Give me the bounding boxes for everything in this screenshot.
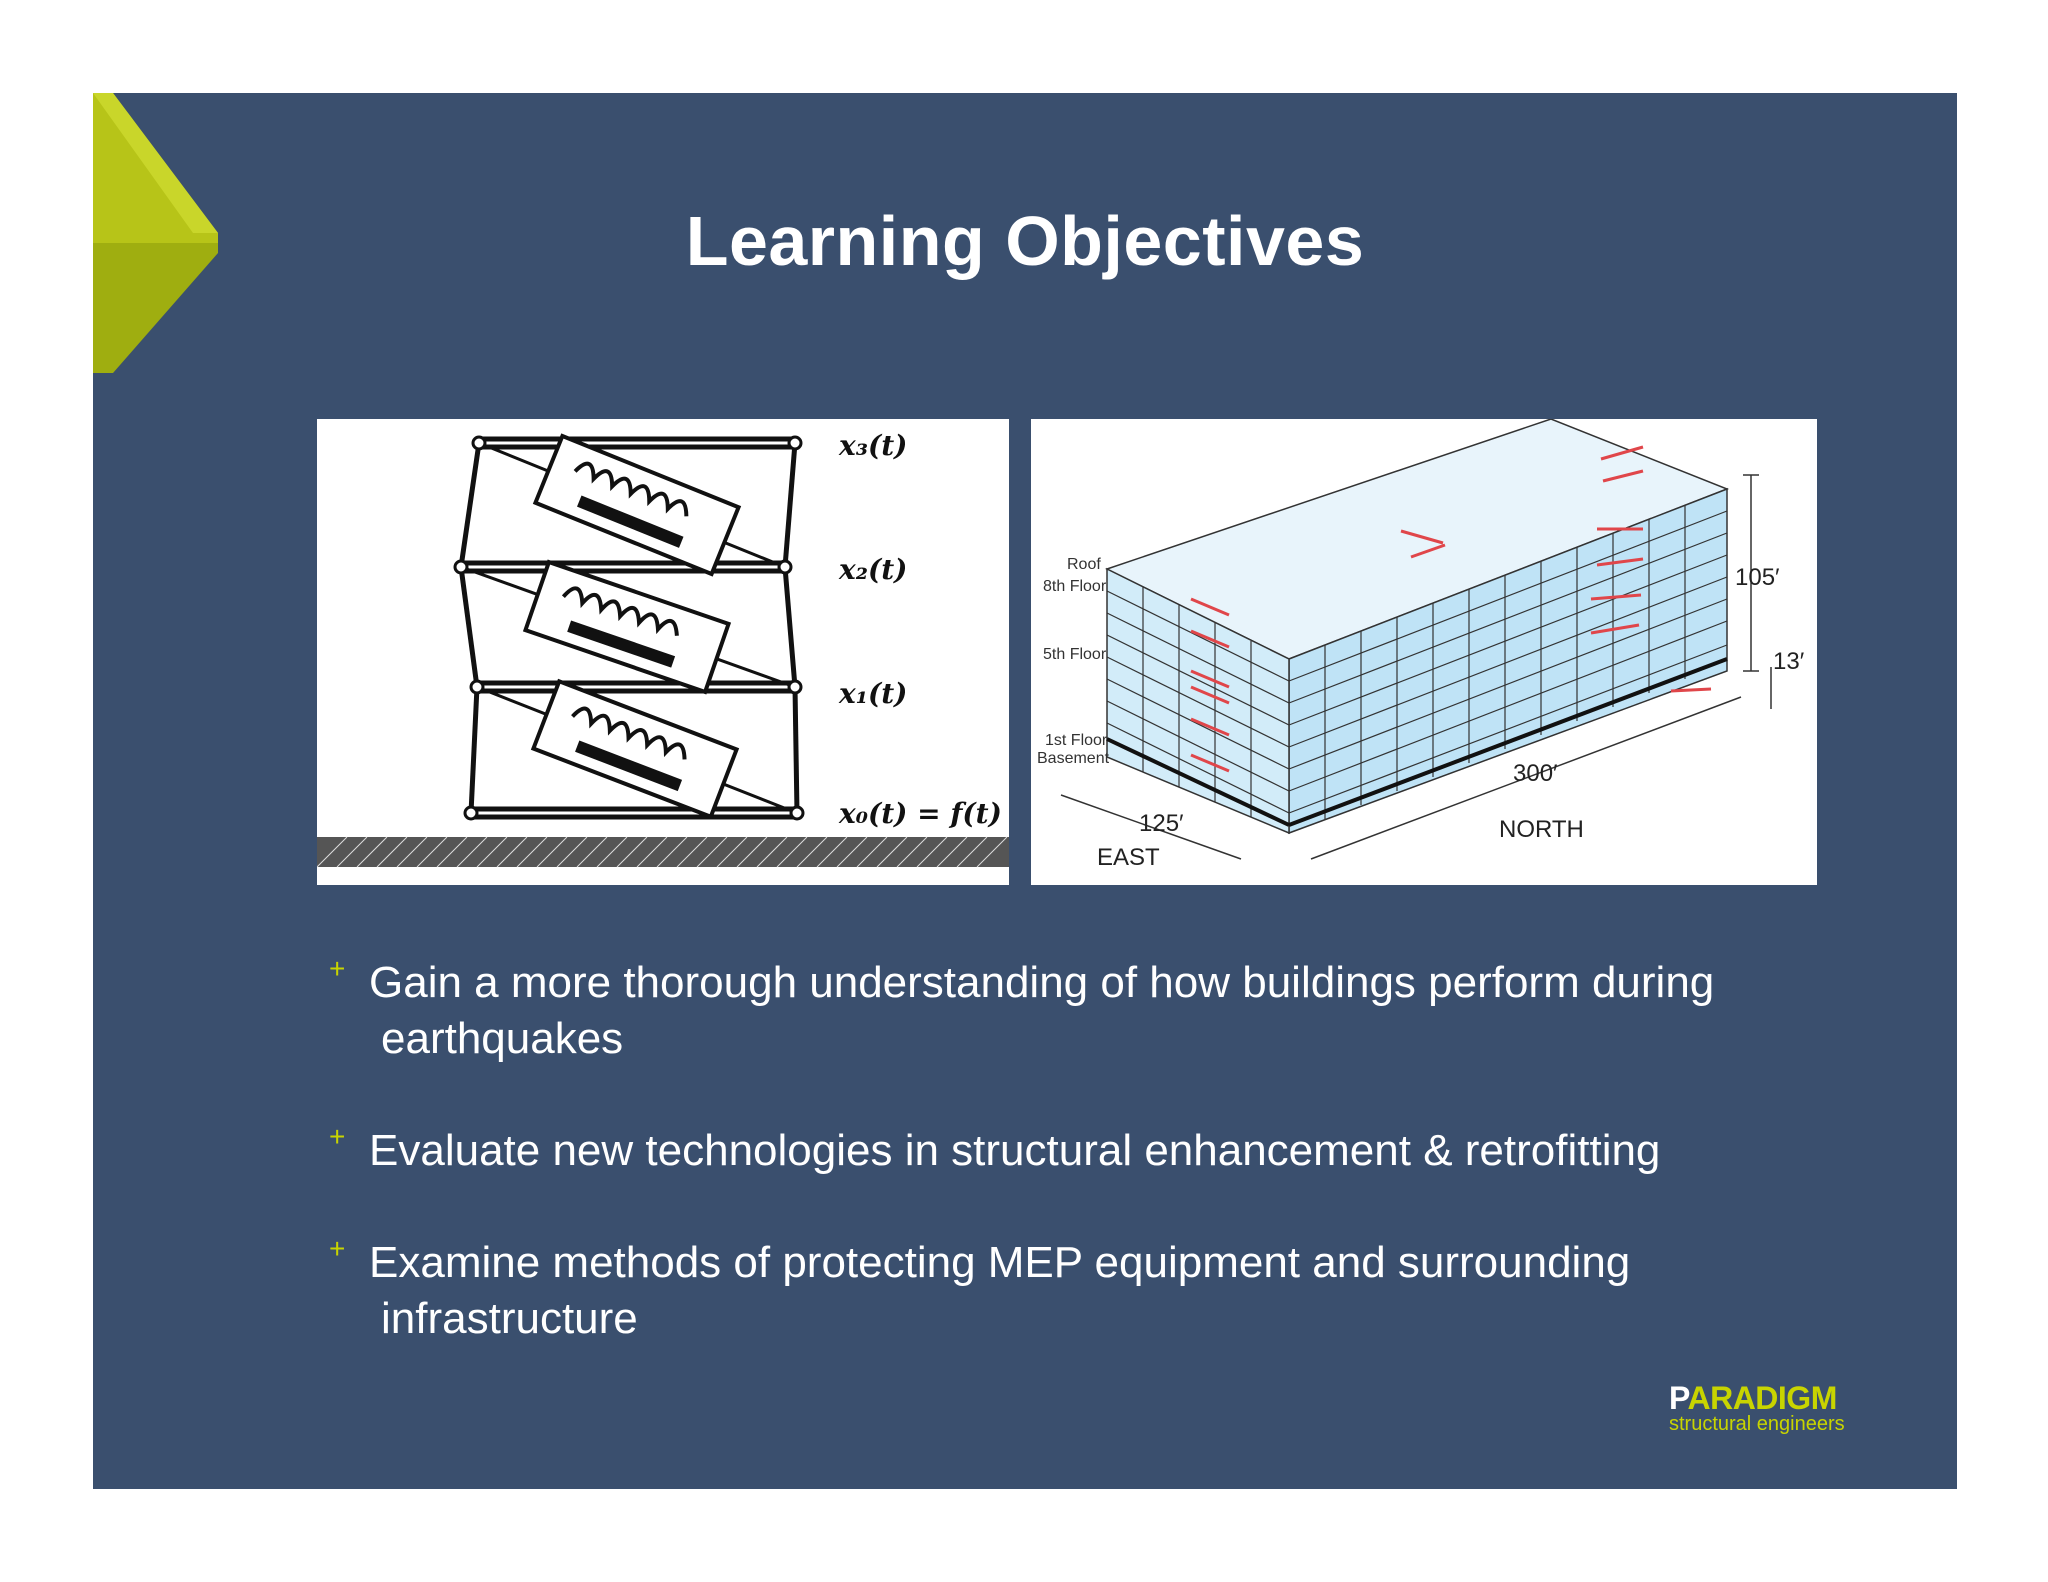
objectives-list: + Gain a more thorough understanding of … [329, 953, 1779, 1403]
dim-length: 300′ [1513, 760, 1558, 787]
dir-east: EAST [1097, 844, 1160, 871]
label-x0: x₀(t) = f(t) [838, 797, 1002, 830]
plus-bullet-icon: + [329, 953, 346, 984]
label-x3: x₃(t) [838, 429, 907, 462]
chevron-decoration-icon [93, 93, 218, 373]
plus-bullet-icon: + [329, 1233, 346, 1264]
logo-tagline: structural engineers [1669, 1413, 1845, 1435]
dim-basement: 13′ [1773, 648, 1805, 675]
list-item: + Evaluate new technologies in structura… [329, 1121, 1779, 1179]
slide: Learning Objectives [93, 93, 1957, 1489]
list-item: + Examine methods of protecting MEP equi… [329, 1233, 1779, 1347]
label-x1: x₁(t) [838, 677, 907, 710]
building-grid-diagram: Roof 8th Floor 5th Floor 1st Floor Basem… [1031, 419, 1817, 885]
spring-mass-diagram: x₃(t) x₂(t) x₁(t) x₀(t) = f(t) [317, 419, 1009, 885]
label-basement: Basement [1037, 750, 1110, 767]
logo-wordmark: PARADIGM [1669, 1380, 1837, 1416]
label-x2: x₂(t) [838, 553, 907, 586]
label-8th-floor: 8th Floor [1043, 578, 1107, 595]
company-logo: PARADIGM structural engineers [1669, 1380, 1845, 1436]
dim-height: 105′ [1735, 564, 1780, 591]
dir-north: NORTH [1499, 816, 1584, 843]
list-item: + Gain a more thorough understanding of … [329, 953, 1779, 1067]
label-1st-floor: 1st Floor [1045, 732, 1108, 749]
bullet-text: Gain a more thorough understanding of ho… [369, 958, 1715, 1007]
dim-width: 125′ [1139, 810, 1184, 837]
bullet-text-continued: infrastructure [381, 1294, 638, 1343]
slide-title: Learning Objectives [685, 202, 1365, 280]
plus-bullet-icon: + [329, 1121, 346, 1152]
label-roof: Roof [1067, 556, 1101, 573]
bullet-text: Evaluate new technologies in structural … [369, 1126, 1661, 1175]
bullet-text-continued: earthquakes [381, 1014, 624, 1063]
bullet-text: Examine methods of protecting MEP equipm… [369, 1238, 1631, 1287]
label-5th-floor: 5th Floor [1043, 646, 1107, 663]
